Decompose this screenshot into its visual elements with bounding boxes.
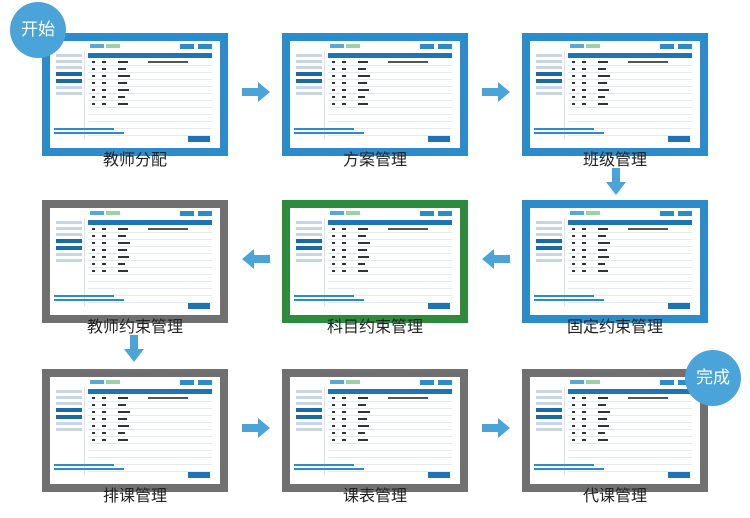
step-label: 固定约束管理 bbox=[566, 317, 663, 336]
step-card: 教师分配 bbox=[42, 33, 228, 181]
screenshot-frame bbox=[522, 200, 708, 323]
step-label: 班级管理 bbox=[582, 150, 647, 169]
step-label: 代课管理 bbox=[582, 486, 647, 505]
step-card: 班级管理 bbox=[522, 33, 708, 181]
step-card: 课表管理 bbox=[282, 369, 468, 517]
step-label: 排课管理 bbox=[102, 486, 167, 505]
step-card: 方案管理 bbox=[282, 33, 468, 181]
screenshot-frame bbox=[42, 369, 228, 492]
arrow-right-icon bbox=[242, 82, 270, 102]
screenshot-frame bbox=[522, 33, 708, 156]
arrow-right-icon bbox=[482, 418, 510, 438]
step-card: 排课管理 bbox=[42, 369, 228, 517]
arrow-right-icon bbox=[242, 418, 270, 438]
start-badge: 开始 bbox=[10, 2, 66, 58]
screenshot-frame bbox=[522, 369, 708, 492]
arrow-left-icon bbox=[482, 249, 510, 269]
step-label: 科目约束管理 bbox=[326, 317, 423, 336]
arrow-down-icon bbox=[124, 335, 144, 362]
step-label: 教师分配 bbox=[102, 150, 167, 169]
screenshot-frame bbox=[282, 200, 468, 323]
arrow-right-icon bbox=[482, 82, 510, 102]
step-label: 教师约束管理 bbox=[86, 317, 183, 336]
screenshot-frame bbox=[282, 33, 468, 156]
screenshot-frame bbox=[42, 200, 228, 323]
end-badge: 完成 bbox=[685, 350, 741, 406]
step-label: 课表管理 bbox=[342, 486, 407, 505]
arrow-left-icon bbox=[242, 249, 270, 269]
step-card: 教师约束管理 bbox=[42, 200, 228, 348]
step-card: 固定约束管理 bbox=[522, 200, 708, 348]
screenshot-frame bbox=[42, 33, 228, 156]
step-card: 代课管理 bbox=[522, 369, 708, 517]
step-card: 科目约束管理 bbox=[282, 200, 468, 348]
step-label: 方案管理 bbox=[342, 150, 407, 169]
arrow-down-icon bbox=[606, 168, 626, 195]
screenshot-frame bbox=[282, 369, 468, 492]
